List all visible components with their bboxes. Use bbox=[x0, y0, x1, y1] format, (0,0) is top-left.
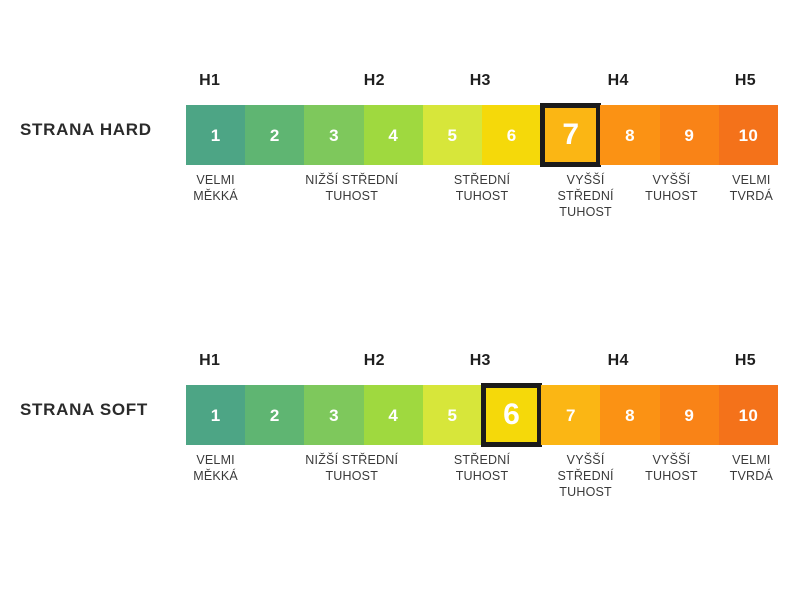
scale-cell-number: 3 bbox=[329, 125, 339, 145]
group-headers-hard: H1 H2 H3 H4 H5 bbox=[186, 72, 778, 96]
row-label-hard: STRANA HARD bbox=[20, 120, 152, 139]
stiffness-caption: VYŠŠÍ TUHOST bbox=[645, 173, 698, 203]
scale-cell-number: 3 bbox=[329, 405, 339, 425]
scale-cell[interactable]: 10 bbox=[718, 105, 779, 165]
group-header-h5: H5 bbox=[734, 72, 756, 89]
stiffness-caption: VELMI MĚKKÁ bbox=[193, 173, 238, 203]
scale-cell[interactable]: 6 bbox=[482, 105, 542, 165]
group-header-h2: H2 bbox=[363, 352, 385, 369]
scale-cell-number: 6 bbox=[506, 125, 517, 145]
scale-cell-number: 10 bbox=[738, 125, 759, 145]
scale-cell-number: 1 bbox=[210, 405, 221, 425]
scale-cell-number: 10 bbox=[738, 405, 759, 425]
scale-cell-number: 6 bbox=[503, 398, 521, 431]
scale-cell[interactable]: 8 bbox=[600, 385, 660, 445]
scale-cell-number: 2 bbox=[269, 405, 280, 425]
scale-cell-number: 7 bbox=[565, 405, 576, 425]
group-header-h2: H2 bbox=[363, 72, 385, 89]
scale-cell[interactable]: 3 bbox=[304, 105, 364, 165]
scale-cell[interactable]: 1 bbox=[186, 105, 246, 165]
group-header-h4: H4 bbox=[607, 72, 629, 89]
stiffness-caption: STŘEDNÍ TUHOST bbox=[453, 173, 511, 203]
scale-cell-number: 8 bbox=[625, 125, 635, 145]
stiffness-caption: VYŠŠÍ STŘEDNÍ TUHOST bbox=[557, 453, 614, 499]
scale-cell[interactable]: 8 bbox=[600, 105, 660, 165]
scale-cell-number: 5 bbox=[447, 125, 458, 145]
stiffness-caption: VELMI MĚKKÁ bbox=[193, 453, 238, 483]
scale-cell-number: 4 bbox=[388, 125, 399, 145]
scale-cell[interactable]: 9 bbox=[659, 105, 719, 165]
scale-cell[interactable]: 1 bbox=[186, 385, 246, 445]
captions-hard: VELMI MĚKKÁ NIŽŠÍ STŘEDNÍ TUHOST STŘEDNÍ T… bbox=[186, 172, 778, 242]
stiffness-scale-hard: STRANA HARD H1 H2 H3 H4 H5 1 2 3 4 5 6 7 8 9 10 VELMI… bbox=[0, 60, 800, 300]
group-header-h1: H1 bbox=[199, 72, 221, 89]
scale-cell-number: 8 bbox=[625, 405, 635, 425]
captions-soft: VELMI MĚKKÁ NIŽŠÍ STŘEDNÍ TUHOST STŘEDNÍ T… bbox=[186, 452, 778, 522]
stiffness-caption: STŘEDNÍ TUHOST bbox=[453, 453, 511, 483]
scale-cell-number: 1 bbox=[210, 125, 221, 145]
stiffness-caption: VYŠŠÍ STŘEDNÍ TUHOST bbox=[557, 173, 614, 219]
stiffness-scale-soft: STRANA SOFT H1 H2 H3 H4 H5 1 2 3 4 5 6 7 8 9 10 VELMI… bbox=[0, 340, 800, 580]
scale-cell[interactable]: 4 bbox=[363, 105, 423, 165]
group-header-h3: H3 bbox=[469, 352, 491, 369]
scale-cell-selected[interactable]: 6 bbox=[481, 383, 543, 447]
group-header-h1: H1 bbox=[199, 352, 221, 369]
color-bar-soft: 1 2 3 4 5 6 7 8 9 10 bbox=[186, 383, 779, 447]
scale-cell[interactable]: 7 bbox=[541, 385, 601, 445]
scale-cell-number: 7 bbox=[562, 118, 580, 151]
group-headers-soft: H1 H2 H3 H4 H5 bbox=[186, 352, 778, 376]
stiffness-caption: NIŽŠÍ STŘEDNÍ TUHOST bbox=[305, 173, 399, 203]
scale-cell[interactable]: 5 bbox=[422, 385, 483, 445]
scale-cell[interactable]: 2 bbox=[245, 105, 305, 165]
row-label-soft: STRANA SOFT bbox=[20, 400, 148, 419]
scale-cell[interactable]: 3 bbox=[304, 385, 364, 445]
scale-cell[interactable]: 2 bbox=[245, 385, 305, 445]
scale-cell-selected[interactable]: 7 bbox=[540, 103, 602, 167]
scale-cell-number: 5 bbox=[447, 405, 458, 425]
scale-cell[interactable]: 4 bbox=[363, 385, 423, 445]
scale-cell-number: 4 bbox=[388, 405, 399, 425]
group-header-h3: H3 bbox=[469, 72, 491, 89]
stiffness-caption: VYŠŠÍ TUHOST bbox=[645, 453, 698, 483]
stiffness-caption: VELMI TVRDÁ bbox=[729, 173, 774, 203]
group-header-h4: H4 bbox=[607, 352, 629, 369]
scale-cell[interactable]: 9 bbox=[659, 385, 719, 445]
scale-cell-number: 2 bbox=[269, 125, 280, 145]
scale-cell[interactable]: 10 bbox=[718, 385, 779, 445]
scale-cell-number: 9 bbox=[684, 125, 695, 145]
scale-cell-number: 9 bbox=[684, 405, 695, 425]
scale-cell[interactable]: 5 bbox=[422, 105, 483, 165]
stiffness-caption: NIŽŠÍ STŘEDNÍ TUHOST bbox=[305, 453, 399, 483]
stiffness-caption: VELMI TVRDÁ bbox=[729, 453, 774, 483]
group-header-h5: H5 bbox=[734, 352, 756, 369]
color-bar-hard: 1 2 3 4 5 6 7 8 9 10 bbox=[186, 103, 779, 167]
